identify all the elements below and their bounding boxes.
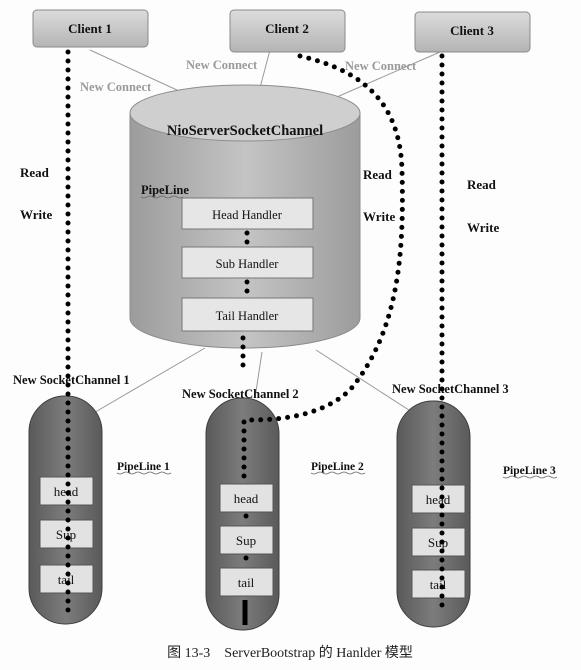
sub-handler-label: Sub Handler [216, 257, 280, 271]
client-2-label: Client 2 [265, 21, 309, 36]
sub-handler-box[interactable]: Sub Handler [181, 246, 314, 279]
client-1-label: Client 1 [68, 21, 112, 36]
read-label-left: Read [20, 165, 50, 180]
line-client1-server [89, 49, 191, 97]
pipeline-2-underline [310, 471, 366, 475]
write-label-left: Write [20, 207, 52, 222]
write-label-right: Write [467, 220, 499, 235]
tail-handler-label: Tail Handler [216, 309, 279, 323]
pipeline-2-label: PipeLine 2 [311, 461, 364, 473]
pipeline-1-label: PipeLine 1 [117, 461, 170, 473]
server-cylinder [129, 84, 361, 349]
channel-2-tail-label: tail [238, 575, 255, 590]
pipeline-3-underline [502, 475, 558, 479]
client-2-box[interactable]: Client 2 [229, 9, 346, 53]
channel-3-head-box[interactable]: head [411, 484, 466, 514]
read-label-mid: Read [363, 167, 393, 182]
new-connect-label-3: New Connect [345, 59, 417, 73]
channel-3-sup-box[interactable]: Sup [411, 527, 466, 557]
socket-channel-3-title: New SocketChannel 3 [392, 382, 509, 396]
client-3-box[interactable]: Client 3 [414, 11, 531, 53]
pipeline-3-label: PipeLine 3 [503, 465, 556, 477]
channel-3-sup-label: Sup [428, 535, 448, 550]
flow-client2-loop [245, 53, 405, 423]
client-3-label: Client 3 [450, 23, 494, 38]
pipeline-1-underline [116, 471, 172, 475]
channel-2-tail-box[interactable]: tail [219, 567, 274, 597]
socket-channel-2-title: New SocketChannel 2 [182, 387, 299, 401]
head-handler-label: Head Handler [212, 208, 283, 222]
new-connect-label-1: New Connect [80, 80, 152, 94]
server-pipeline-underline [140, 195, 184, 199]
channel-1-sup-box[interactable]: Sup [39, 519, 94, 549]
server-pipeline-label: PipeLine [141, 183, 189, 197]
channel-2-head-box[interactable]: head [219, 483, 274, 513]
channel-2-head-label: head [234, 491, 259, 506]
write-label-mid: Write [363, 209, 395, 224]
connection-lines [84, 49, 441, 426]
channel-2-sup-box[interactable]: Sup [219, 525, 274, 555]
line-client3-server [329, 51, 441, 101]
tail-handler-box[interactable]: Tail Handler [181, 297, 314, 332]
read-label-right: Read [467, 177, 497, 192]
line-server-channel1 [84, 347, 206, 419]
server-title: NioServerSocketChannel [167, 123, 323, 139]
socket-channel-1-title: New SocketChannel 1 [13, 373, 130, 387]
channel-1-tail-box[interactable]: tail [39, 564, 94, 594]
channel-2-sup-label: Sup [236, 533, 256, 548]
figure-caption: 图 13-3 ServerBootstrap 的 Hanlder 模型 [167, 645, 413, 661]
head-handler-box[interactable]: Head Handler [181, 197, 314, 230]
line-server-channel2 [254, 351, 263, 399]
channel-3-head-label: head [426, 492, 451, 507]
channel-1-sup-label: Sup [56, 527, 76, 542]
client-1-box[interactable]: Client 1 [32, 9, 149, 48]
channel-3-tail-box[interactable]: tail [411, 569, 466, 599]
dotted-flows [65, 49, 445, 615]
new-connect-label-2: New Connect [186, 58, 258, 72]
